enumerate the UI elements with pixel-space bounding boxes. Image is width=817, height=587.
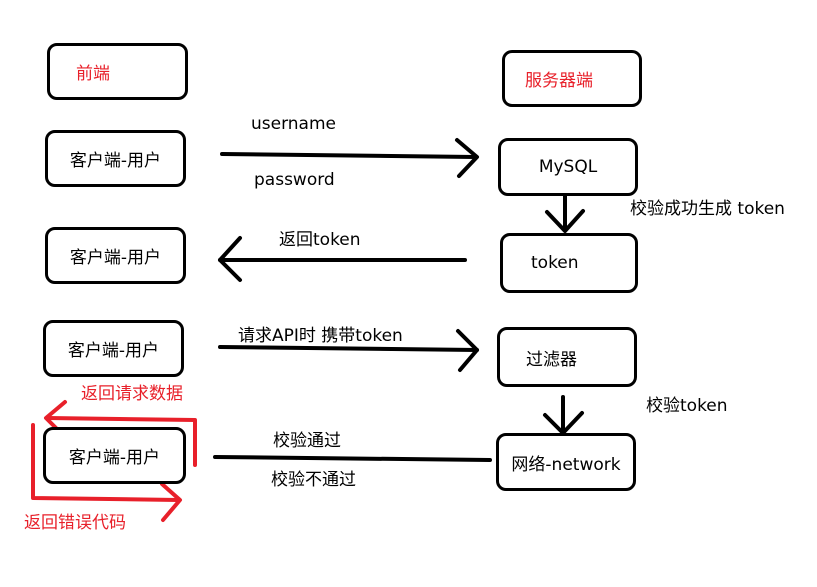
client-label-3: 客户端-用户 (67, 341, 160, 361)
client-box-4: 客户端-用户 (43, 427, 186, 484)
client-box-2: 客户端-用户 (45, 227, 186, 284)
frontend-label: 前端 (76, 64, 110, 84)
frontend-box: 前端 (47, 43, 188, 100)
token-label: token (531, 253, 579, 273)
verify-pass-label: 校验通过 (273, 431, 341, 451)
line-network-to-client (213, 455, 492, 462)
mysql-label: MySQL (538, 157, 598, 177)
client-box-3: 客户端-用户 (43, 320, 184, 377)
verify-fail-label: 校验不通过 (271, 470, 356, 490)
arrow-login-to-mysql (220, 152, 477, 159)
network-box: 网络-network (496, 433, 636, 491)
arrowhead-mysql-to-token (545, 209, 585, 233)
server-box: 服务器端 (502, 50, 642, 107)
return-error-label: 返回错误代码 (24, 513, 126, 533)
username-label: username (251, 114, 336, 134)
token-box: token (500, 233, 638, 293)
verify-token-label: 校验token (646, 396, 728, 416)
arrow-request-to-filter (218, 345, 479, 352)
red-arrowhead-return-error (160, 482, 182, 522)
red-arrow-return-error (31, 423, 180, 502)
filter-box: 过滤器 (497, 327, 637, 387)
return-token-label: 返回token (279, 230, 361, 250)
client-label-4: 客户端-用户 (68, 448, 161, 468)
server-label: 服务器端 (525, 71, 593, 91)
mysql-box: MySQL (498, 138, 638, 196)
verify-success-label: 校验成功生成 token (630, 199, 785, 219)
red-arrow-return-data (46, 416, 197, 467)
client-label-1: 客户端-用户 (69, 151, 162, 171)
client-label-2: 客户端-用户 (69, 248, 162, 268)
request-api-label: 请求API时 携带token (238, 326, 403, 346)
password-label: password (254, 170, 335, 190)
client-box-1: 客户端-用户 (45, 130, 186, 187)
network-label: 网络-network (511, 454, 621, 475)
filter-label: 过滤器 (526, 349, 577, 370)
arrowhead-request-to-filter (456, 329, 479, 372)
arrowhead-token-to-client (218, 236, 242, 282)
arrowhead-login-to-mysql (455, 138, 479, 178)
return-data-label: 返回请求数据 (81, 384, 183, 404)
